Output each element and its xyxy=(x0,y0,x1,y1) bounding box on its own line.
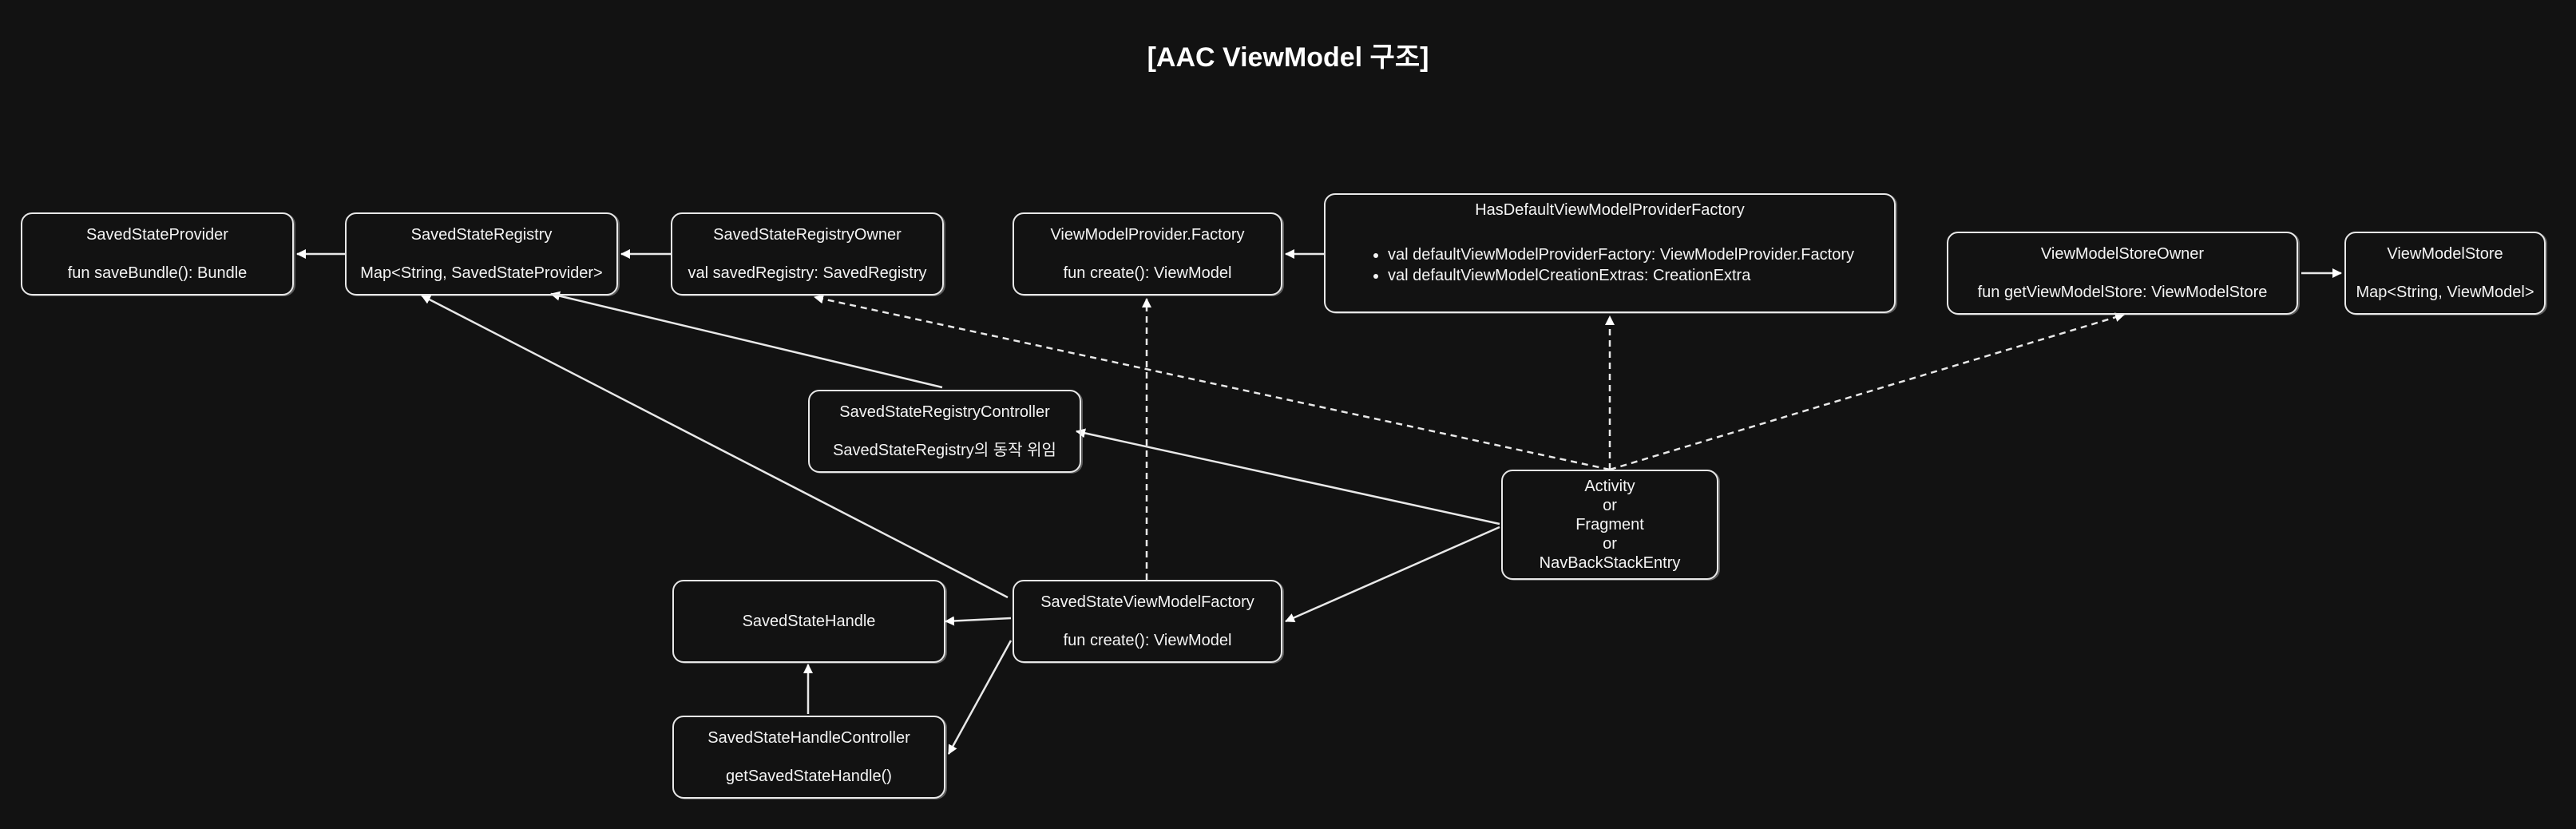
or-label: or xyxy=(1603,497,1617,514)
node-detail: SavedStateRegistry의 동작 위임 xyxy=(833,442,1056,459)
edge-ssvmf-to-registry xyxy=(421,294,1009,599)
node-name: HasDefaultViewModelProviderFactory xyxy=(1475,201,1745,219)
or-label: or xyxy=(1603,535,1617,553)
host-type-label: Fragment xyxy=(1575,516,1644,533)
node-name: SavedStateRegistry xyxy=(410,226,553,244)
node-saved-state-registry: SavedStateRegistry Map<String, SavedStat… xyxy=(345,212,618,296)
host-type-label: Activity xyxy=(1584,478,1635,495)
node-name: SavedStateHandleController xyxy=(707,729,910,747)
node-detail: fun getViewModelStore: ViewModelStore xyxy=(1977,284,2268,301)
node-name: SavedStateViewModelFactory xyxy=(1040,593,1254,611)
node-detail: getSavedStateHandle() xyxy=(726,768,892,785)
node-detail: fun create(): ViewModel xyxy=(1063,264,1232,282)
property-item: val defaultViewModelCreationExtras: Crea… xyxy=(1388,265,1854,286)
node-name: ViewModelStore xyxy=(2387,245,2503,263)
node-saved-state-handle: SavedStateHandle xyxy=(672,580,945,663)
node-viewmodel-store: ViewModelStore Map<String, ViewModel> xyxy=(2344,232,2546,315)
edge-activity-implements-registry-owner xyxy=(814,294,1611,471)
edge-ssvmf-to-handle xyxy=(945,616,1012,626)
node-saved-state-handle-controller: SavedStateHandleController getSavedState… xyxy=(672,716,945,799)
host-type-label: NavBackStackEntry xyxy=(1539,554,1681,572)
node-detail: Map<String, SavedStateProvider> xyxy=(360,264,603,282)
edge-ssvmf-to-handle-controller xyxy=(947,640,1013,755)
edge-activity-implements-store-owner xyxy=(1609,312,2125,471)
node-detail: fun create(): ViewModel xyxy=(1063,632,1232,649)
node-activity-or-fragment: Activity or Fragment or NavBackStackEntr… xyxy=(1501,470,1718,580)
node-viewmodel-provider-factory: ViewModelProvider.Factory fun create(): … xyxy=(1013,212,1282,296)
node-name: ViewModelProvider.Factory xyxy=(1050,226,1245,244)
node-name: SavedStateHandle xyxy=(742,613,876,630)
node-viewmodel-store-owner: ViewModelStoreOwner fun getViewModelStor… xyxy=(1947,232,2298,315)
edge-activity-to-controller xyxy=(1076,428,1500,526)
property-item: val defaultViewModelProviderFactory: Vie… xyxy=(1388,244,1854,265)
node-saved-state-registry-owner: SavedStateRegistryOwner val savedRegistr… xyxy=(671,212,944,296)
node-saved-state-provider: SavedStateProvider fun saveBundle(): Bun… xyxy=(21,212,294,296)
node-detail: val savedRegistry: SavedRegistry xyxy=(688,264,927,282)
node-name: SavedStateProvider xyxy=(86,226,228,244)
node-saved-state-viewmodel-factory: SavedStateViewModelFactory fun create():… xyxy=(1013,580,1282,663)
node-has-default-factory: HasDefaultViewModelProviderFactory val d… xyxy=(1324,193,1896,313)
edge-controller-to-registry xyxy=(550,291,943,389)
node-name: SavedStateRegistryController xyxy=(839,403,1050,421)
node-property-list: val defaultViewModelProviderFactory: Vie… xyxy=(1365,244,1854,286)
node-detail: Map<String, ViewModel> xyxy=(2356,284,2534,301)
node-name: ViewModelStoreOwner xyxy=(2040,245,2205,263)
node-saved-state-registry-controller: SavedStateRegistryController SavedStateR… xyxy=(808,390,1081,473)
node-detail: fun saveBundle(): Bundle xyxy=(67,264,248,282)
edge-activity-to-ssvmf xyxy=(1285,526,1500,623)
node-name: SavedStateRegistryOwner xyxy=(713,226,902,244)
diagram-title: [AAC ViewModel 구조] xyxy=(1147,42,1429,73)
